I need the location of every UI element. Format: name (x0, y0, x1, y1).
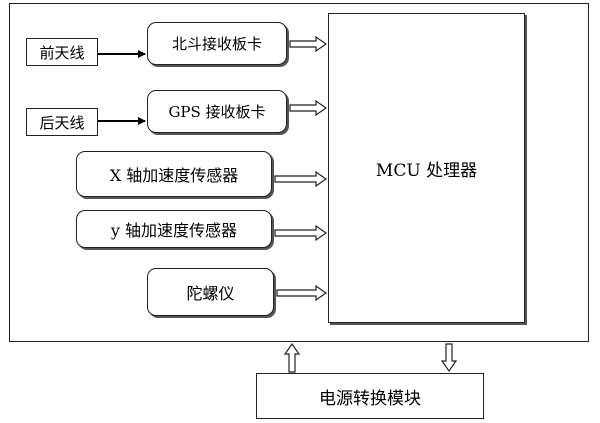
front-antenna-label: 前天线 (39, 43, 85, 62)
rear-antenna-box: 后天线 (26, 108, 98, 136)
y-accel-to-mcu-arrow (274, 224, 328, 242)
mcu-processor-label: MCU 处理器 (375, 160, 478, 181)
gps-to-mcu-arrow (289, 99, 328, 117)
rear-antenna-label: 后天线 (39, 113, 85, 132)
x-accel-sensor-label: X 轴加速度传感器 (109, 166, 239, 185)
beidou-board-box: 北斗接收板卡 (147, 22, 287, 65)
beidou-to-mcu-arrow (289, 35, 328, 53)
power-down-arrow (440, 343, 458, 373)
mcu-processor-box: MCU 处理器 (328, 13, 525, 323)
gyroscope-label: 陀螺仪 (186, 284, 235, 303)
y-accel-sensor-box: y 轴加速度传感器 (76, 210, 272, 248)
gps-board-label: GPS 接收板卡 (168, 103, 266, 121)
gyroscope-box: 陀螺仪 (147, 268, 274, 316)
gyro-to-mcu-arrow (276, 284, 328, 302)
system-boundary (9, 3, 589, 342)
power-up-arrow (283, 342, 301, 373)
gps-board-box: GPS 接收板卡 (147, 90, 287, 133)
front-antenna-box: 前天线 (26, 38, 98, 66)
power-module-label: 电源转换模块 (319, 388, 421, 409)
y-accel-sensor-label: y 轴加速度传感器 (110, 221, 238, 240)
power-module-box: 电源转换模块 (256, 373, 484, 419)
beidou-board-label: 北斗接收板卡 (171, 35, 262, 53)
x-accel-sensor-box: X 轴加速度传感器 (76, 151, 272, 197)
x-accel-to-mcu-arrow (274, 170, 328, 188)
